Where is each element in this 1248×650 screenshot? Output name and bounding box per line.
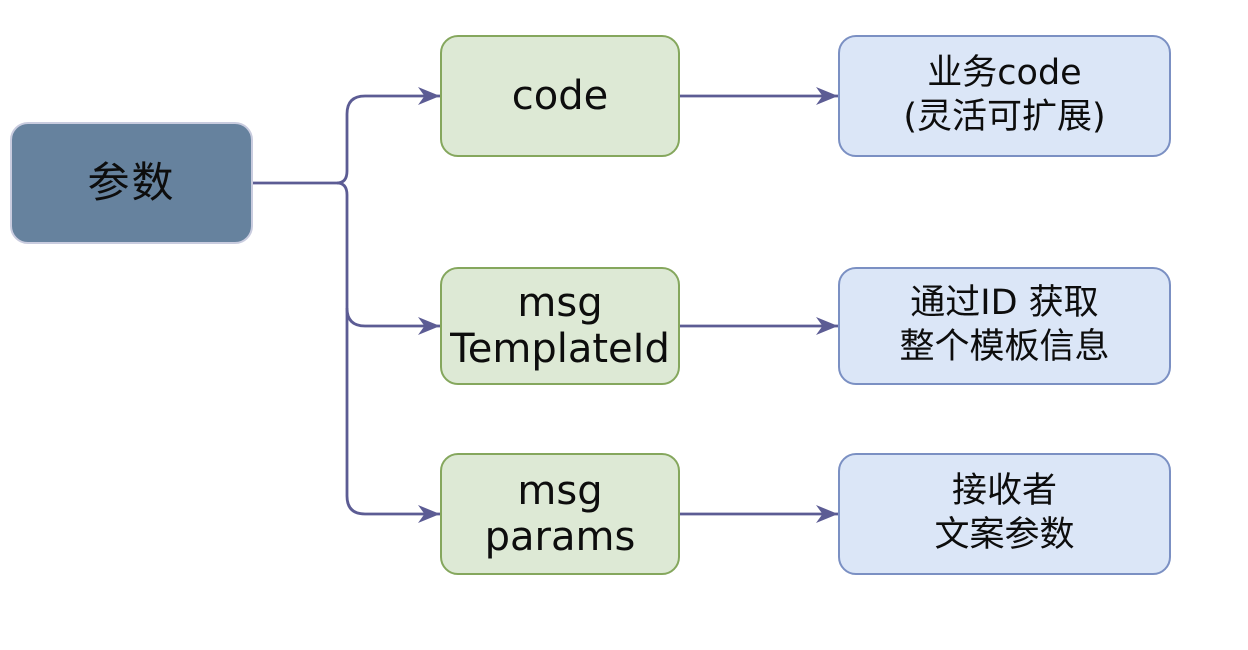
node-param-msgtemplateid: msg TemplateId: [440, 267, 680, 385]
node-desc-label: 通过ID 获取 整个模板信息: [899, 283, 1110, 367]
node-desc-label: 业务code (灵活可扩展): [903, 53, 1106, 137]
node-param-label: code: [511, 73, 609, 119]
node-desc-msgparams: 接收者 文案参数: [838, 453, 1171, 575]
node-desc-code: 业务code (灵活可扩展): [838, 35, 1171, 157]
node-param-label: msg params: [484, 468, 636, 560]
node-root-label: 参数: [87, 157, 176, 207]
connector-root-to-msgparams: [336, 181, 440, 523]
node-desc-label: 接收者 文案参数: [934, 471, 1075, 555]
node-root-params: 参数: [10, 122, 253, 244]
node-desc-msgtemplateid: 通过ID 获取 整个模板信息: [838, 267, 1171, 385]
node-param-label: msg TemplateId: [450, 280, 670, 372]
connector-root-to-msgtemplateid: [345, 307, 440, 335]
connector-root-to-code: [336, 87, 440, 185]
node-param-msgparams: msg params: [440, 453, 680, 575]
node-param-code: code: [440, 35, 680, 157]
